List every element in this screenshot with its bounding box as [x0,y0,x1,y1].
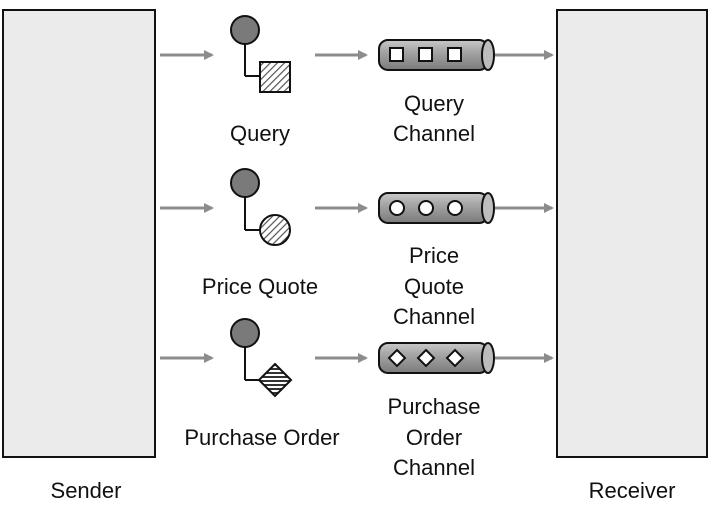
square-marker-icon [389,47,404,62]
purchase-order-message-icon [230,318,293,398]
price-quote-message-icon [230,168,291,246]
circle-marker-icon [418,200,434,216]
square-hatched-icon [259,61,291,93]
diamond-marker-icon [416,348,436,368]
purchase-order-channel-label-line3: Channel [393,455,475,480]
receiver-label: Receiver [589,478,676,503]
circle-marker-icon [389,200,405,216]
purchase-order-channel-label-line1: Purchase [388,394,481,419]
sender-label: Sender [51,478,122,503]
diamond-striped-icon [257,362,293,398]
row-purchase-order: Purchase Order Purchase Order Channel [160,318,554,480]
circle-hatched-icon [259,214,291,246]
price-quote-label: Price Quote [202,274,318,299]
diamond-marker-icon [387,348,407,368]
purchase-order-channel-icon [378,342,495,374]
price-quote-channel-label-line1: Price [409,243,459,268]
price-quote-channel-icon [378,192,495,224]
square-marker-icon [418,47,433,62]
row-price-quote: Price Quote Price Quote Channel [160,168,554,329]
row-query: Query Query Channel [160,15,554,146]
purchase-order-channel-label-line2: Order [406,425,462,450]
query-message-icon [230,15,291,93]
price-quote-channel-label-line2: Quote [404,274,464,299]
sender-box [2,9,156,458]
purchase-order-label: Purchase Order [184,425,339,450]
query-label: Query [230,121,290,146]
query-channel-label-line1: Query [404,91,464,116]
receiver-box [556,9,708,458]
query-channel-label-line2: Channel [393,121,475,146]
header-node-icon [230,318,260,348]
circle-marker-icon [447,200,463,216]
diamond-marker-icon [445,348,465,368]
price-quote-channel-label-line3: Channel [393,304,475,329]
header-node-icon [230,15,260,45]
header-node-icon [230,168,260,198]
square-marker-icon [447,47,462,62]
query-channel-icon [378,39,495,71]
